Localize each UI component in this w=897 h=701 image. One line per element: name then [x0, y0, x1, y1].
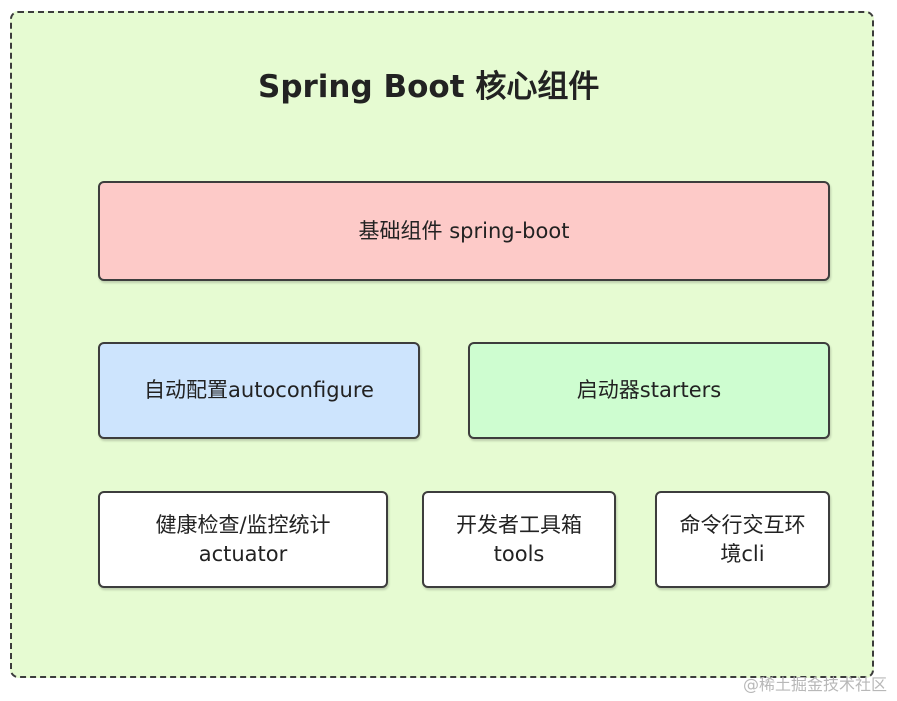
- cli-box: 命令行交互环 境cli: [655, 491, 830, 588]
- autoconfigure-label: 自动配置autoconfigure: [144, 378, 374, 402]
- cli-label-line1: 命令行交互环: [679, 512, 806, 537]
- starters-box: 启动器starters: [468, 342, 830, 439]
- base-component-box: 基础组件 spring-boot: [98, 181, 830, 281]
- autoconfigure-box: 自动配置autoconfigure: [98, 342, 420, 439]
- actuator-box: 健康检查/监控统计 actuator: [98, 491, 388, 588]
- actuator-label-line1: 健康检查/监控统计: [155, 512, 331, 537]
- starters-label: 启动器starters: [576, 378, 722, 402]
- watermark: @稀土掘金技术社区: [742, 675, 887, 694]
- actuator-label-line2: actuator: [198, 541, 288, 566]
- diagram-title: Spring Boot 核心组件: [258, 69, 600, 105]
- tools-box: 开发者工具箱 tools: [422, 491, 616, 588]
- tools-label-line1: 开发者工具箱: [456, 512, 582, 537]
- cli-label-line2: 境cli: [720, 541, 765, 566]
- base-component-label: 基础组件 spring-boot: [358, 218, 570, 243]
- tools-label-line2: tools: [493, 541, 545, 566]
